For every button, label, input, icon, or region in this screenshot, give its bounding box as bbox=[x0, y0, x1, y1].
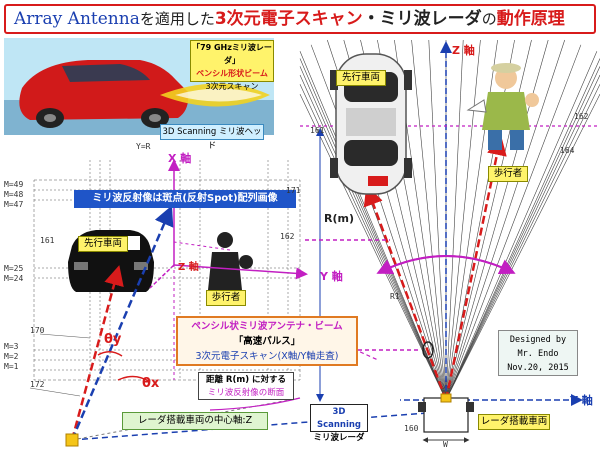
beam-line3: 3次元電子スキャン(X軸/Y軸走査) bbox=[195, 351, 339, 362]
scan-line bbox=[445, 84, 600, 401]
theta-y-label: θy bbox=[104, 332, 122, 347]
scan-line bbox=[299, 58, 447, 401]
ref-m48: M=48 bbox=[4, 190, 24, 199]
photo-label-line3: 3次元スキャン bbox=[205, 82, 259, 91]
scan-line bbox=[445, 58, 600, 401]
distance-label: 距離 R(m) に対する ミリ波反射像の断面 bbox=[198, 372, 294, 400]
ref-m1: M=1 bbox=[4, 362, 19, 371]
ref-162-left: 162 bbox=[280, 232, 295, 241]
ref-170: 170 bbox=[30, 326, 45, 335]
title-part-principle: 動作原理 bbox=[496, 9, 565, 29]
left-vehicle-label: 先行車両 bbox=[78, 236, 128, 252]
ref-160: 160 bbox=[404, 424, 419, 433]
ref-172: 172 bbox=[30, 380, 45, 389]
ref-m47: M=47 bbox=[4, 200, 24, 209]
designed-by-box: Designed by Mr. Endo Nov.20, 2015 bbox=[498, 330, 578, 376]
scan-line bbox=[445, 51, 598, 401]
ref-w: W bbox=[443, 440, 448, 449]
ref-m24: M=24 bbox=[4, 274, 24, 283]
distance-line1: 距離 R(m) に対する bbox=[205, 375, 287, 385]
scan-line bbox=[299, 84, 447, 401]
center-axis-label: レーダ搭載車両の中心軸:Z bbox=[122, 412, 268, 430]
ref-m49: M=49 bbox=[4, 180, 24, 189]
designed-by-line3: Nov.20, 2015 bbox=[507, 363, 569, 373]
ref-m25: M=25 bbox=[4, 264, 24, 273]
ref-171: 171 bbox=[286, 186, 301, 195]
scan-line bbox=[445, 93, 600, 401]
right-pedestrian-label: 歩行者 bbox=[488, 166, 528, 182]
left-pedestrian-label: 歩行者 bbox=[206, 290, 246, 306]
photo-label: 「79 GHzミリ波レーダ」 ペンシル形状ビーム 3次元スキャン bbox=[190, 40, 274, 91]
designed-by-line1: Designed by bbox=[509, 335, 567, 345]
photo-label-line2: ペンシル形状ビーム bbox=[196, 69, 268, 78]
title-part-no: の bbox=[481, 10, 497, 28]
scan-line bbox=[299, 74, 447, 401]
scan-line bbox=[445, 39, 565, 401]
right-vehicle-topview bbox=[330, 53, 412, 195]
beam-line2: 「高速パルス」 bbox=[233, 336, 301, 347]
ref-y-eq-r: Y=R bbox=[136, 142, 151, 151]
designed-by-line2: Mr. Endo bbox=[517, 349, 559, 359]
right-pedestrian-figure bbox=[466, 63, 539, 150]
ref-r1: R1 bbox=[390, 292, 400, 301]
title-part-3d-scan: 3次元電子スキャン bbox=[214, 9, 363, 29]
title-part-array-antenna: Array Antenna bbox=[14, 9, 140, 29]
right-vehicle-label: 先行車両 bbox=[336, 70, 386, 86]
distance-line2: ミリ波反射像の断面 bbox=[207, 388, 285, 398]
scan-line bbox=[299, 66, 447, 401]
page-title: Array Antennaを適用した3次元電子スキャン・ミリ波レーダの動作原理 bbox=[4, 4, 596, 34]
scan-line bbox=[299, 93, 447, 401]
ref-161-right: 161 bbox=[310, 126, 325, 135]
beam-description-box: ペンシル状ミリ波アンテナ・ビーム 「高速パルス」 3次元電子スキャン(X軸/Y軸… bbox=[176, 316, 358, 366]
title-part-applied: を適用した bbox=[139, 10, 215, 28]
scan-line bbox=[445, 39, 464, 401]
z-axis-label-right: Z 軸 bbox=[452, 44, 475, 57]
scan-line bbox=[299, 51, 447, 401]
y-axis-label-right: Y 軸 bbox=[570, 394, 593, 407]
radar-label: 3D Scanning ミリ波レーダ bbox=[310, 404, 368, 443]
ref-162-right: 162 bbox=[574, 112, 589, 121]
title-part-mmwave-radar: ・ミリ波レーダ bbox=[362, 9, 482, 29]
scan-line bbox=[428, 39, 447, 401]
radar-vehicle bbox=[418, 393, 474, 443]
photo-label-line1: 「79 GHzミリ波レーダ」 bbox=[192, 43, 272, 65]
left-pedestrian-silhouette bbox=[208, 232, 253, 290]
scan-line bbox=[445, 44, 582, 401]
radar-label-line1: 3D Scanning bbox=[316, 407, 362, 430]
reflection-banner: ミリ波反射像は斑点(反射Spot)配列画像 bbox=[74, 190, 296, 208]
ref-m3: M=3 bbox=[4, 342, 19, 351]
scan-line bbox=[445, 66, 600, 401]
x-axis-label-left: X 軸 bbox=[168, 152, 192, 165]
scanning-head-label: 3D Scanning ミリ波ヘッド bbox=[160, 124, 264, 151]
scan-line bbox=[411, 39, 447, 401]
theta-x-label: θx bbox=[142, 376, 160, 391]
scan-line bbox=[445, 74, 600, 401]
scan-line bbox=[445, 39, 481, 401]
radar-label-line2: ミリ波レーダ bbox=[313, 433, 365, 443]
r-distance-label: R(m) bbox=[324, 212, 354, 225]
ref-m2: M=2 bbox=[4, 352, 19, 361]
beam-line1: ペンシル状ミリ波アンテナ・ビーム bbox=[191, 321, 343, 332]
ref-161-left: 161 bbox=[40, 236, 55, 245]
y-axis-label-left: Y 軸 bbox=[320, 270, 343, 283]
mounted-vehicle-label: レーダ搭載車両 bbox=[478, 414, 550, 430]
left-axes bbox=[149, 159, 308, 380]
z-axis-label-left: Z 軸 bbox=[178, 262, 199, 273]
ref-164: 164 bbox=[560, 146, 575, 155]
